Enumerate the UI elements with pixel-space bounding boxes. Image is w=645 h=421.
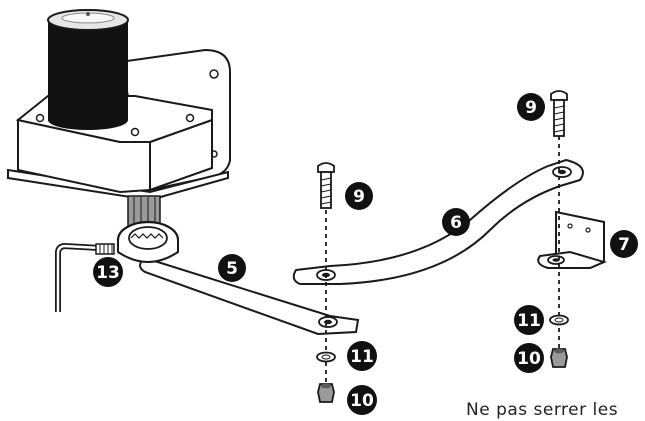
callout-label: 7 [618,235,630,255]
assembly-note: Ne pas serrer les [466,400,619,420]
callout-nut-left: 10 [347,385,377,415]
washer-left-bore [321,354,331,360]
plate-hole [209,69,219,79]
base-flange [7,168,229,202]
callout-label: 11 [517,311,541,331]
hex-key-icon [55,243,101,312]
bolt-left-icon [317,162,335,209]
arm-hub-bore [128,226,168,250]
nut-left-icon [317,383,335,403]
bracket [537,210,607,270]
callout-arm-curved: 6 [442,208,470,236]
callout-nut-right: 10 [514,343,544,373]
arm-hub-spline-bore [130,233,164,239]
nut-right-icon [550,348,568,368]
callout-set-screw: 13 [93,257,123,287]
set-screw-icon [95,243,115,255]
motor-assembly [7,9,231,227]
callout-bracket: 7 [610,230,638,258]
washer-right-bore [554,317,564,323]
bracket-hole [567,223,573,229]
arm-curved-hole-right-inner [558,169,566,175]
callout-label: 10 [517,349,541,369]
callout-label: 11 [350,347,374,367]
arm-curved [292,158,584,285]
callout-label: 13 [96,263,120,283]
housing-screw [130,127,140,137]
callout-label: 6 [450,213,462,233]
callout-bolt-right: 9 [517,93,545,121]
arm-short [116,220,360,336]
callout-arm-short: 5 [218,254,246,282]
callout-label: 9 [353,187,365,207]
arm-curved-body [292,158,584,285]
motor-cylinder [48,20,128,120]
bolt-right-icon [550,90,568,137]
motor-top-screw [86,12,90,16]
callout-washer-left: 11 [347,341,377,371]
callout-label: 10 [350,391,374,411]
callout-label: 9 [525,98,537,118]
housing-screw [35,113,45,123]
bracket-hole [585,227,591,233]
callout-bolt-left: 9 [345,182,373,210]
callout-label: 5 [226,259,238,279]
bracket-foot-hole-inner [552,258,560,262]
callout-washer-right: 11 [514,305,544,335]
hex-key-highlight [56,244,101,312]
set-screw-group [55,243,115,312]
motor-cylinder-base [48,110,128,130]
housing-screw [185,113,195,123]
